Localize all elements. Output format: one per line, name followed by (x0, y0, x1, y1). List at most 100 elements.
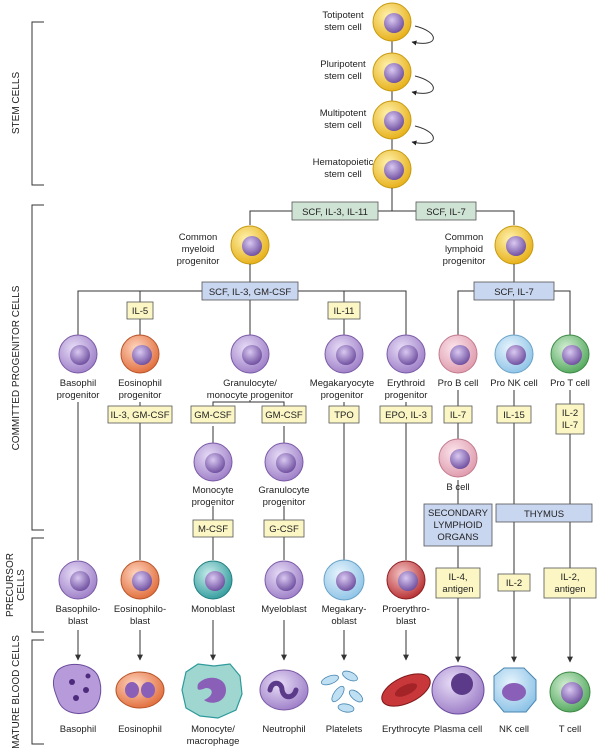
maturation-arrows (75, 620, 573, 663)
stage-label-stem: STEM CELLS (11, 72, 22, 135)
eosinophil-progenitor-label-1: Eosinophil (118, 378, 162, 389)
stem-cell (372, 100, 412, 140)
factor-mono: GM-CSF (194, 410, 232, 421)
nk-cell (493, 667, 537, 713)
proerythroblast-label-2: blast (396, 616, 416, 627)
factor-lymphoid-branch: SCF, IL-7 (426, 207, 466, 218)
monocyte-macrophage (181, 663, 243, 719)
plasma-cell (431, 665, 485, 715)
stem-label-1a: Totipotent (322, 10, 364, 21)
stem-label-2a: Pluripotent (320, 59, 366, 70)
basophiloblast-label-2: blast (68, 616, 88, 627)
self-renewal-arrow (411, 125, 434, 146)
factor-gcsf: G-CSF (269, 524, 299, 535)
gm-progenitor-label-2: monocyte progenitor (207, 390, 294, 401)
common-lymphoid-progenitor: Common lymphoid progenitor (443, 225, 534, 267)
factor-nk2: IL-2 (506, 578, 522, 589)
factor-t2-2: antigen (554, 584, 585, 595)
myeloid-label-2: myeloid (182, 244, 215, 255)
monoblast (193, 560, 233, 600)
t-cell-label: T cell (559, 724, 582, 735)
mono-prog-label-1: Monocyte (192, 485, 233, 496)
organ-secondary-3: ORGANS (437, 532, 478, 543)
stem-label-4a: Hematopoietic (313, 157, 374, 168)
common-myeloid-progenitor: Common myeloid progenitor (177, 225, 270, 267)
neutrophil-label: Neutrophil (262, 724, 305, 735)
myeloid-label-1: Common (179, 232, 218, 243)
b-cell (438, 438, 478, 478)
gran-prog-label-1: Granulocyte (258, 485, 309, 496)
gm-progenitor (230, 334, 270, 374)
factor-gran: GM-CSF (265, 410, 303, 421)
platelets (321, 670, 364, 713)
factor-il11: IL-11 (334, 306, 355, 317)
primary-branch: SCF, IL-3, IL-11 SCF, IL-7 (249, 188, 515, 225)
factor-b2-1: IL-4, (448, 572, 467, 583)
lymphoid-label-3: progenitor (443, 256, 486, 267)
mono-prog-label-2: progenitor (192, 497, 235, 508)
factor-myeloid-common: SCF, IL-3, GM-CSF (209, 287, 292, 298)
pro-t-label: Pro T cell (550, 378, 590, 389)
precursor-row: Basophilo- blast Eosinophilo- blast Mono… (56, 559, 430, 627)
platelets-label: Platelets (326, 724, 363, 735)
pro-nk-label: Pro NK cell (490, 378, 538, 389)
stem-label-4b: stem cell (324, 169, 361, 180)
eosinophil-progenitor-label-2: progenitor (119, 390, 162, 401)
eosinophiloblast-label-1: Eosinophilo- (114, 604, 166, 615)
lymphoid-split: SCF, IL-7 (457, 264, 571, 336)
myeloid-split: SCF, IL-3, GM-CSF IL-5 IL-11 (77, 264, 407, 336)
monocyte-progenitor (193, 442, 233, 482)
neutrophil (259, 669, 309, 711)
factor-b2-2: antigen (442, 584, 473, 595)
stem-cell (372, 149, 412, 189)
pro-b-cell (438, 334, 478, 374)
factor-b: IL-7 (450, 410, 466, 421)
factor-t-2: IL-7 (562, 420, 578, 431)
basophil (52, 663, 102, 714)
lymphoid-label-1: Common (445, 232, 484, 243)
myeloid-label-3: progenitor (177, 256, 220, 267)
stage-label-precursor-1: PRECURSOR (5, 553, 16, 617)
self-renewal-arrow (411, 75, 434, 96)
ery-progenitor-label-1: Erythroid (387, 378, 425, 389)
factor-nk: IL-15 (503, 410, 525, 421)
lymphoid-label-2: lymphoid (445, 244, 483, 255)
organ-secondary-1: SECONDARY (428, 508, 489, 519)
basophiloblast (58, 560, 98, 600)
eosinophil-label: Eosinophil (118, 724, 162, 735)
eosinophiloblast (120, 560, 160, 600)
erythroid-progenitor (386, 334, 426, 374)
self-renewal-arrow (411, 25, 434, 46)
eosinophil (115, 671, 165, 709)
factor-il5: IL-5 (132, 306, 148, 317)
plasma-cell-label: Plasma cell (434, 724, 483, 735)
factor-ery: EPO, IL-3 (385, 410, 427, 421)
pro-nk-cell (494, 334, 534, 374)
factor-lymphoid-common: SCF, IL-7 (494, 287, 534, 298)
factor-t2-1: IL-2, (560, 572, 579, 583)
eosinophiloblast-label-2: blast (130, 616, 150, 627)
factor-boxes-row3: M-CSF G-CSF SECONDARY LYMPHOID ORGANS TH… (192, 503, 597, 599)
basophiloblast-label-1: Basophilo- (56, 604, 101, 615)
basophil-progenitor (58, 334, 98, 374)
myeloblast-label: Myeloblast (261, 604, 307, 615)
mature-row: Basophil Eosinophil Monocyte/ macrophage… (52, 663, 591, 747)
organ-thymus: THYMUS (524, 509, 564, 520)
factor-mcsf: M-CSF (198, 524, 228, 535)
mega-progenitor-label-1: Megakaryocyte (310, 378, 374, 389)
megakaryoblast-label-1: Megakary- (322, 604, 367, 615)
granulocyte-progenitor (264, 442, 304, 482)
b-cell-label: B cell (446, 482, 469, 493)
stem-cell-column: Totipotent stem cell Pluripotent stem ce… (313, 2, 434, 189)
factor-myeloid-branch: SCF, IL-3, IL-11 (302, 207, 368, 218)
megakaryocyte-progenitor (324, 334, 364, 374)
ery-progenitor-label-2: progenitor (385, 390, 428, 401)
proerythroblast-label-1: Proerythro- (382, 604, 430, 615)
basophil-progenitor-label-1: Basophil (60, 378, 96, 389)
stem-cell (372, 52, 412, 92)
erythrocyte (381, 673, 431, 707)
stem-label-2b: stem cell (324, 71, 361, 82)
stage-label-mature: MATURE BLOOD CELLS (11, 635, 22, 749)
megakaryoblast-label-2: oblast (331, 616, 357, 627)
monocyte-label-2: macrophage (187, 736, 240, 747)
